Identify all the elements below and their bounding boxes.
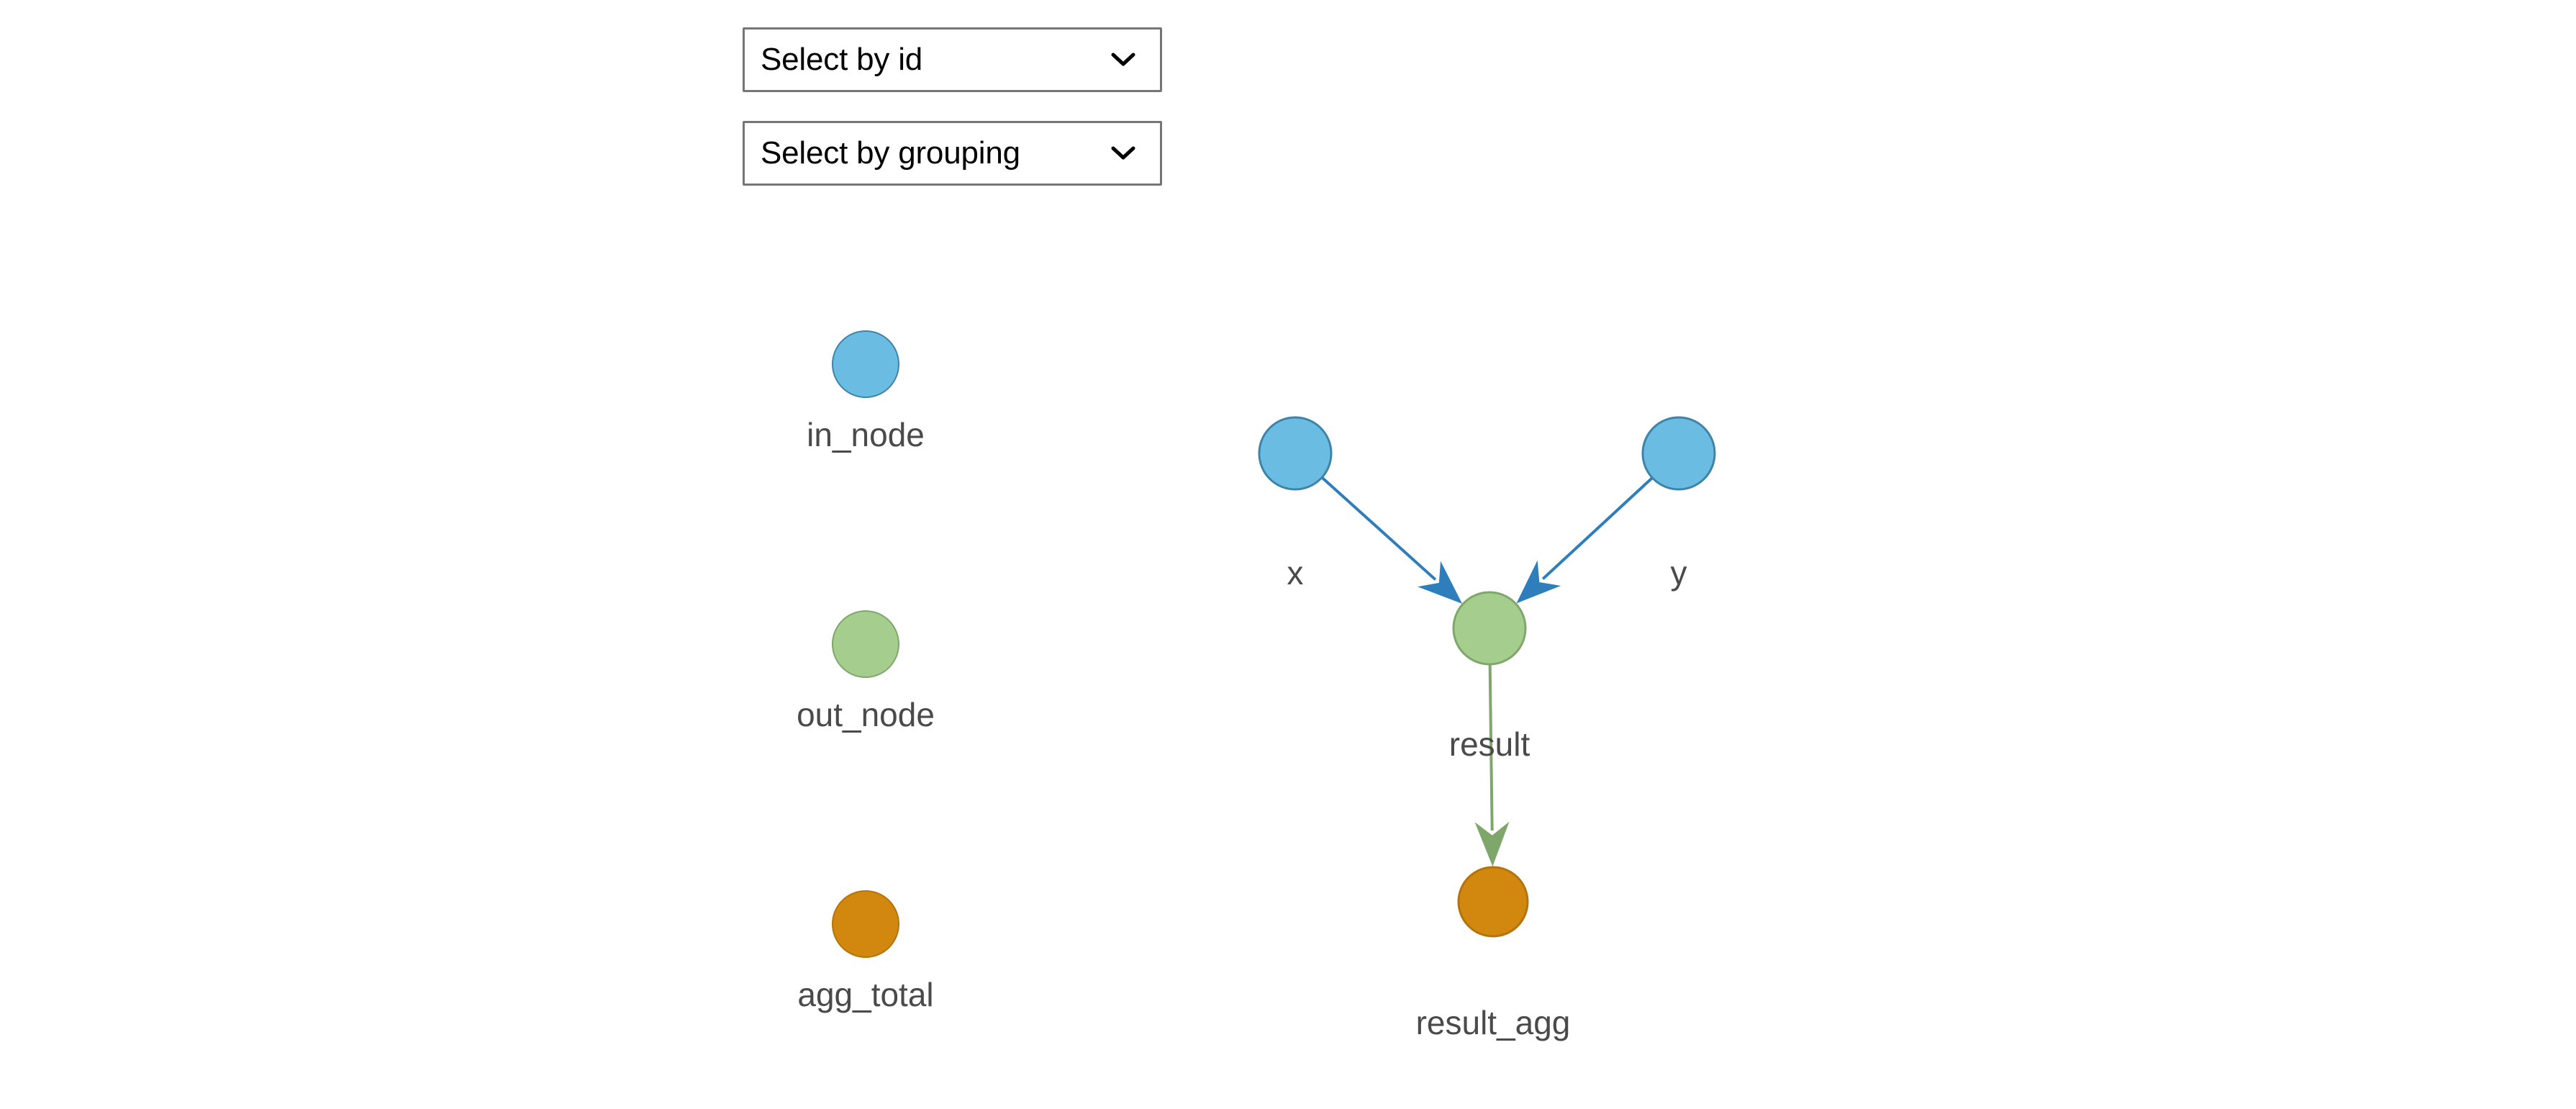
agg-total-color-swatch <box>832 890 899 958</box>
in-node-color-swatch <box>832 330 899 398</box>
select-by-id-dropdown[interactable]: Select by id <box>743 27 1162 92</box>
graph-edge-y-to-result[interactable] <box>1516 477 1653 604</box>
graph-node-label-x: x <box>1287 554 1304 592</box>
graph-edge-result-to-result_agg[interactable] <box>1474 664 1510 867</box>
legend-item-in-node[interactable]: in_node <box>715 330 1017 451</box>
edge-layer <box>1321 476 1653 867</box>
graph-node-result_agg[interactable] <box>1457 866 1529 938</box>
node-label-layer: x y result result_agg <box>1287 554 1687 1041</box>
select-by-grouping-value: Select by grouping <box>761 135 1020 171</box>
filter-controls: Select by id Select by grouping <box>743 27 1162 186</box>
graph-node-label-result_agg: result_agg <box>1416 1004 1571 1041</box>
select-by-grouping-dropdown[interactable]: Select by grouping <box>743 121 1162 186</box>
legend-item-label: agg_total <box>797 976 934 1013</box>
out-node-color-swatch <box>832 610 899 678</box>
graph-node-label-result: result <box>1449 725 1530 763</box>
legend-item-label: out_node <box>797 696 935 733</box>
select-by-id-value: Select by id <box>761 42 923 77</box>
graph-node-x[interactable] <box>1258 416 1333 491</box>
graph-node-label-y: y <box>1671 554 1687 592</box>
legend-item-label: in_node <box>807 416 925 453</box>
graph-node-y[interactable] <box>1641 416 1716 491</box>
legend-item-agg-total[interactable]: agg_total <box>715 890 1017 1011</box>
graph-edge-x-to-result[interactable] <box>1321 476 1463 604</box>
legend-item-out-node[interactable]: out_node <box>715 610 1017 731</box>
node-layer <box>1258 416 1716 938</box>
graph-node-result[interactable] <box>1452 591 1527 666</box>
